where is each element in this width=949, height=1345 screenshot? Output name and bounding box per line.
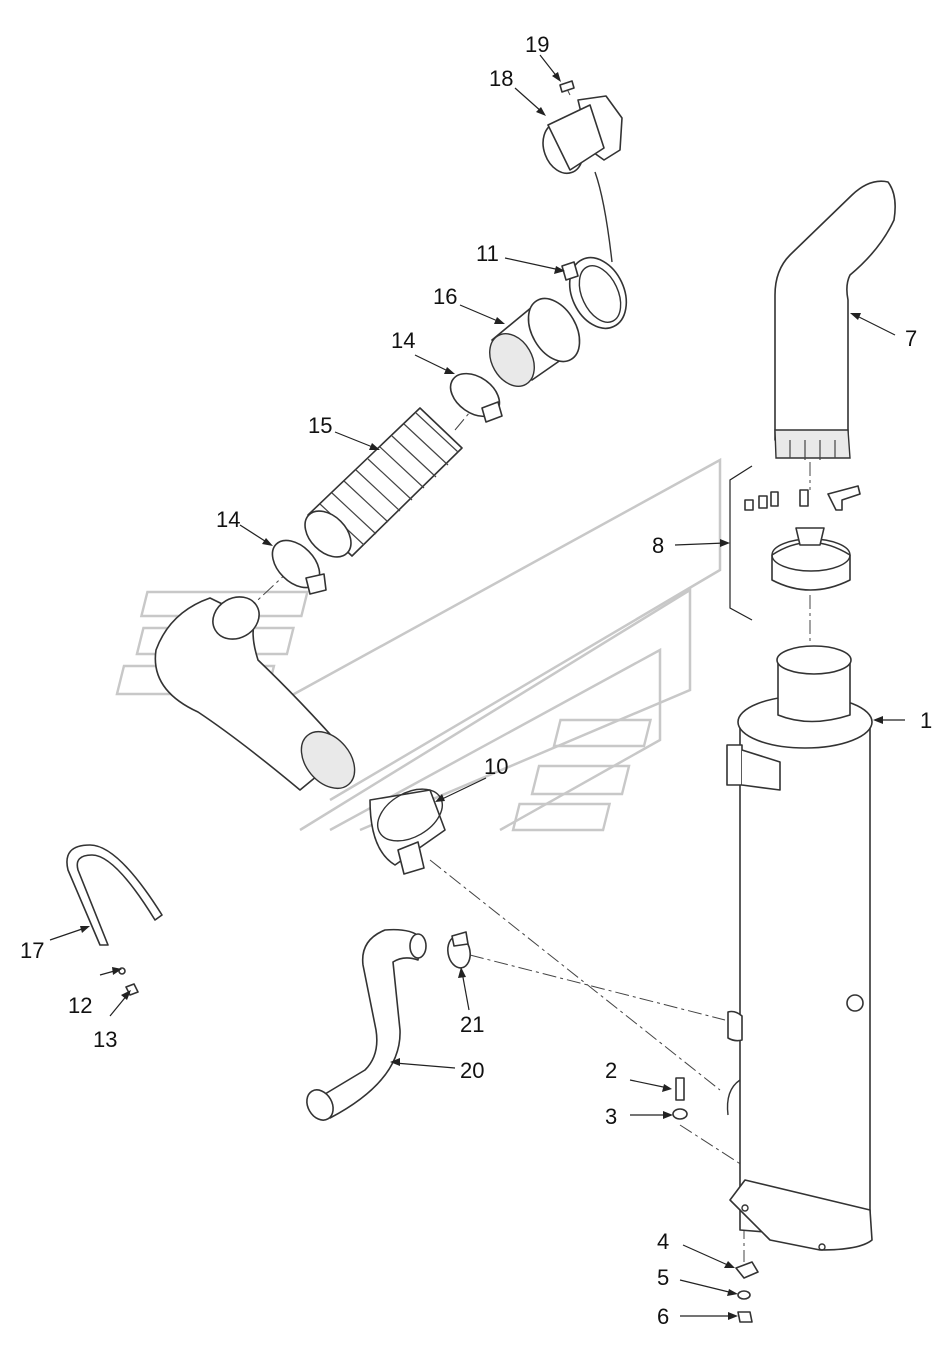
hose-clamp-upper xyxy=(449,372,503,423)
callout-labels: 1 2 3 4 5 6 7 8 10 11 12 13 14 14 15 16 … xyxy=(20,32,932,1329)
callout-2: 2 xyxy=(605,1058,617,1083)
callout-8: 8 xyxy=(652,533,664,558)
band-clamp-upper xyxy=(561,256,628,330)
clamp-kit xyxy=(744,485,861,591)
muffler xyxy=(726,645,873,1251)
lower-nut xyxy=(737,1311,753,1323)
callout-15: 15 xyxy=(308,413,332,438)
callout-17: 17 xyxy=(20,938,44,963)
kit-bracket xyxy=(729,465,753,621)
callout-14-lower: 14 xyxy=(216,507,240,532)
lower-hose xyxy=(306,928,427,1121)
callout-21: 21 xyxy=(460,1012,484,1037)
callout-6: 6 xyxy=(657,1304,669,1329)
callout-16: 16 xyxy=(433,284,457,309)
callout-20: 20 xyxy=(460,1058,484,1083)
flex-hose xyxy=(594,171,613,263)
flange-bolt xyxy=(559,80,575,93)
u-bolt xyxy=(66,844,163,946)
lower-washer xyxy=(737,1290,751,1300)
leader-lines xyxy=(49,54,905,1320)
flexible-hose xyxy=(304,407,463,558)
adapter-tube xyxy=(489,297,581,387)
callout-18: 18 xyxy=(489,66,513,91)
mount-washer xyxy=(672,1108,688,1120)
hose-clamp-lower xyxy=(271,539,327,595)
callout-3: 3 xyxy=(605,1104,617,1129)
exhaust-stack-pipe xyxy=(774,180,896,460)
callout-10: 10 xyxy=(484,754,508,779)
callout-4: 4 xyxy=(657,1229,669,1254)
callout-7: 7 xyxy=(905,326,917,351)
exhaust-elbow-pipe xyxy=(154,596,356,791)
callout-12: 12 xyxy=(68,993,92,1018)
callout-11: 11 xyxy=(476,241,499,266)
callout-5: 5 xyxy=(657,1265,669,1290)
flange-adapter xyxy=(542,95,623,175)
hose-clamp-small xyxy=(447,931,471,969)
mount-bracket xyxy=(735,1261,759,1279)
callout-14-upper: 14 xyxy=(391,328,415,353)
callout-19: 19 xyxy=(525,32,549,57)
band-clamp-wide xyxy=(369,788,446,875)
callout-1: 1 xyxy=(920,708,932,733)
callout-13: 13 xyxy=(93,1027,117,1052)
mount-bolt xyxy=(675,1077,685,1101)
